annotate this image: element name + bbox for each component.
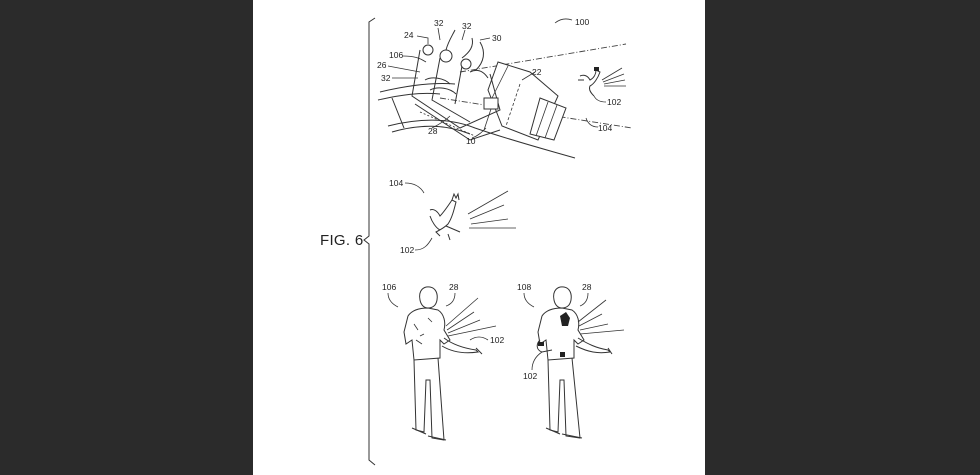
ref-path: 104 [598,123,612,133]
ref-restraint: 32 [381,73,391,83]
ref-person: 108 [517,282,531,292]
figure-label: FIG. 6 [320,232,364,249]
ref-path: 104 [389,178,403,188]
ref-seat: 26 [377,60,387,70]
ref-bird: 102 [400,245,414,255]
ref-rider-c: 32 [462,21,472,31]
ref-device: 28 [449,282,459,292]
ref-bird: 102 [523,371,537,381]
bird-icon [429,192,461,241]
ref-person: 106 [382,282,396,292]
bird-closeup-panel: 104 102 [389,178,516,255]
ref-device: 28 [428,126,438,136]
figure-brace [363,17,376,466]
ref-system: 100 [575,17,589,27]
ride-vehicle-panel: 100 24 32 32 30 106 26 32 22 28 10 102 1… [377,17,633,159]
bird-icon [578,67,626,97]
person-right-panel: 108 28 102 [517,282,625,439]
ref-rider-b: 32 [434,18,444,28]
ref-rider-a: 24 [404,30,414,40]
patent-page [253,0,705,475]
ref-bird: 102 [607,97,621,107]
ref-vehicle: 10 [466,136,476,146]
person-left-panel: 106 28 102 [382,282,504,441]
ref-vehicle-body: 22 [532,67,542,77]
ref-device: 28 [582,282,592,292]
ref-rider-d: 30 [492,33,502,43]
ref-bird: 102 [490,335,504,345]
ref-rider-left: 106 [389,50,403,60]
